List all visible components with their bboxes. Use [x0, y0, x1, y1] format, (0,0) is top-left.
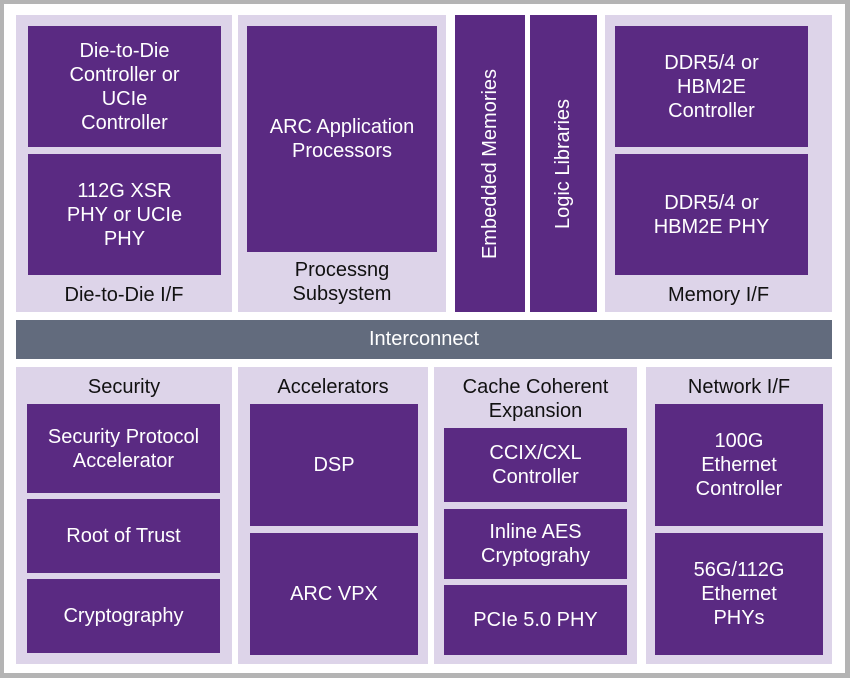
block-label: Die-to-Die Controller or UCIe Controller	[69, 39, 180, 134]
panel-label: Network I/F	[687, 376, 791, 398]
block-label: PCIe 5.0 PHY	[473, 609, 598, 631]
panel-accelerators: Accelerators DSP ARC VPX	[238, 367, 428, 664]
block-label: DSP	[313, 454, 355, 476]
block-inline-aes-cryptography: Inline AES Cryptograhy	[444, 509, 627, 579]
block-label: 100G Ethernet Controller	[695, 430, 783, 500]
panel-network-if: Network I/F 100G Ethernet Controller 56G…	[646, 367, 832, 664]
block-cryptography: Cryptography	[27, 579, 220, 653]
block-die-to-die-controller: Die-to-Die Controller or UCIe Controller	[28, 26, 221, 147]
block-ethernet-phys: 56G/112G Ethernet PHYs	[655, 533, 823, 655]
panel-label: Die-to-Die I/F	[64, 284, 184, 306]
block-label: Embedded Memories	[479, 68, 501, 259]
panel-security: Security Security Protocol Accelerator R…	[16, 367, 232, 664]
panel-label: Security	[87, 376, 161, 398]
block-pcie-phy: PCIe 5.0 PHY	[444, 585, 627, 655]
panel-processing-subsystem: ARC Application Processors Processng Sub…	[238, 15, 446, 312]
block-label: ARC VPX	[290, 583, 378, 605]
block-label: CCIX/CXL Controller	[489, 442, 582, 488]
panel-label: Cache Coherent Expansion	[462, 376, 609, 422]
block-arc-vpx: ARC VPX	[250, 533, 418, 655]
panel-label: Accelerators	[277, 376, 389, 398]
panel-cache-coherent-expansion: Cache Coherent Expansion CCIX/CXL Contro…	[434, 367, 637, 664]
block-label: Cryptography	[63, 605, 184, 627]
block-label: 56G/112G Ethernet PHYs	[693, 559, 785, 629]
block-ccix-cxl-controller: CCIX/CXL Controller	[444, 428, 627, 502]
block-embedded-memories: Embedded Memories	[455, 15, 525, 312]
block-label: Logic Libraries	[552, 98, 575, 229]
block-112g-xsr-phy: 112G XSR PHY or UCIe PHY	[28, 154, 221, 275]
block-label: 112G XSR PHY or UCIe PHY	[66, 179, 183, 250]
interconnect-bar: Interconnect	[16, 320, 832, 359]
panel-label: Memory I/F	[667, 284, 770, 306]
block-root-of-trust: Root of Trust	[27, 499, 220, 573]
panel-label: Processng Subsystem	[292, 259, 392, 305]
block-dsp: DSP	[250, 404, 418, 526]
block-label: DDR5/4 or HBM2E PHY	[653, 191, 770, 238]
block-arc-application-processors: ARC Application Processors	[247, 26, 437, 252]
block-label: DDR5/4 or HBM2E Controller	[664, 51, 759, 122]
block-security-protocol-accelerator: Security Protocol Accelerator	[27, 404, 220, 493]
block-label: Security Protocol Accelerator	[47, 425, 200, 472]
block-ddr-controller: DDR5/4 or HBM2E Controller	[615, 26, 808, 147]
block-logic-libraries: Logic Libraries	[530, 15, 597, 312]
block-label: Inline AES Cryptograhy	[481, 521, 590, 567]
block-100g-ethernet-controller: 100G Ethernet Controller	[655, 404, 823, 526]
panel-memory-if: DDR5/4 or HBM2E Controller DDR5/4 or HBM…	[605, 15, 832, 312]
block-label: Root of Trust	[66, 525, 181, 547]
panel-die-to-die: Die-to-Die Controller or UCIe Controller…	[16, 15, 232, 312]
interconnect-label: Interconnect	[368, 328, 480, 350]
block-ddr-phy: DDR5/4 or HBM2E PHY	[615, 154, 808, 275]
block-label: ARC Application Processors	[269, 116, 415, 162]
